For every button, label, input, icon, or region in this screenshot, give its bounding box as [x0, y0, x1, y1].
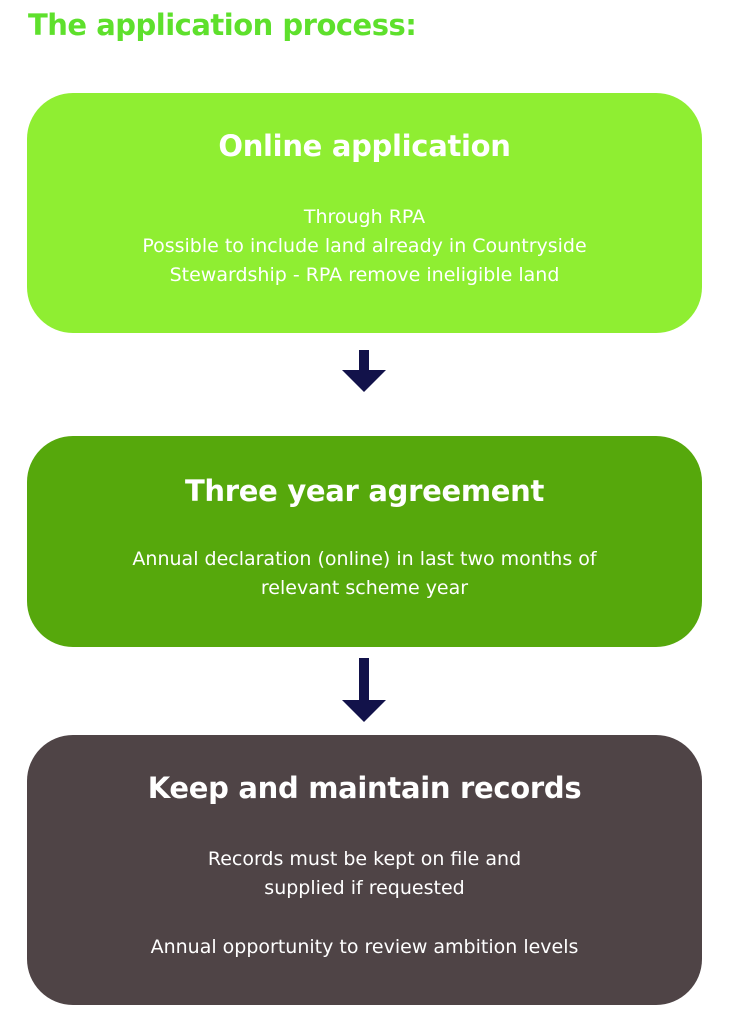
step-heading: Online application	[218, 129, 511, 163]
step-line: Annual declaration (online) in last two …	[132, 548, 597, 570]
step-online-application: Online application Through RPA Possible …	[27, 93, 702, 333]
step-keep-records: Keep and maintain records Records must b…	[27, 735, 702, 1005]
step-line: Stewardship - RPA remove ineligible land	[169, 264, 560, 286]
step-line: supplied if requested	[264, 877, 465, 899]
step-line: relevant scheme year	[260, 577, 469, 599]
step-line: Possible to include land already in Coun…	[142, 235, 587, 257]
step-line: Through RPA	[303, 206, 426, 228]
step-line: Annual opportunity to review ambition le…	[150, 936, 579, 958]
down-arrow-icon	[342, 658, 386, 722]
step-line: Records must be kept on file and	[207, 848, 522, 870]
page-title: The application process:	[28, 8, 417, 42]
step-heading: Three year agreement	[184, 474, 545, 508]
step-heading: Keep and maintain records	[147, 771, 582, 805]
down-arrow-icon	[342, 350, 386, 392]
step-three-year-agreement: Three year agreement Annual declaration …	[27, 436, 702, 647]
